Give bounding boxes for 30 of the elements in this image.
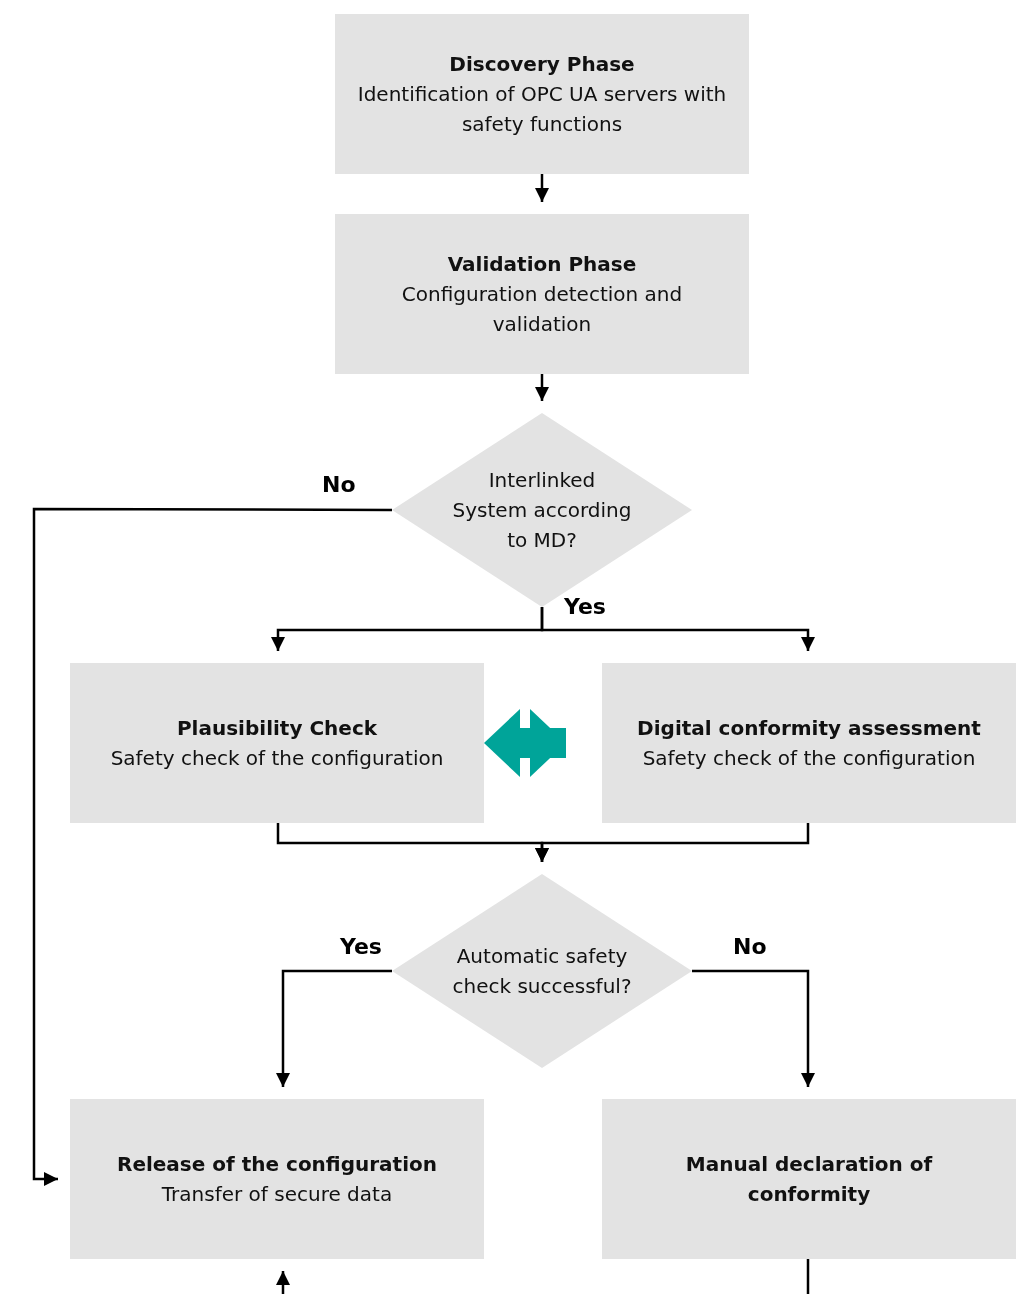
step-title: Plausibility Check (176, 715, 378, 742)
arrow (540, 607, 815, 651)
step-title: Validation Phase (447, 251, 637, 278)
process-box (602, 663, 1016, 823)
process-box (335, 14, 749, 174)
step-title: Release of the configuration (117, 1151, 437, 1178)
arrow (276, 1271, 290, 1294)
arrow (535, 823, 810, 862)
process-box (335, 214, 749, 374)
step-description: Safety check of the configuration (110, 745, 444, 772)
arrow (692, 969, 815, 1087)
step-description: Safety check of the configuration (642, 745, 976, 772)
step-description: Identification of OPC UA servers with safety functions (356, 81, 728, 138)
decision-text: Automatic safety check successful? (452, 943, 632, 1000)
process-box (70, 1099, 484, 1259)
step-title: Manual declaration of conformity (684, 1151, 934, 1208)
step-title: Digital conformity assessment (637, 715, 981, 742)
step-description: Transfer of secure data (161, 1181, 393, 1208)
double-arrow (484, 709, 566, 777)
step-description: Configuration detection and validation (400, 281, 684, 338)
arrow (32, 507, 392, 1186)
arrow (276, 969, 392, 1087)
connector-line (806, 1259, 810, 1294)
step-title: Discovery Phase (449, 51, 635, 78)
decision-diamond (392, 874, 692, 1068)
process-box (602, 1099, 1016, 1259)
decision-text: Interlinked System according to MD? (452, 467, 632, 554)
process-box (70, 663, 484, 823)
arrow (535, 374, 549, 401)
arrow (535, 174, 549, 202)
